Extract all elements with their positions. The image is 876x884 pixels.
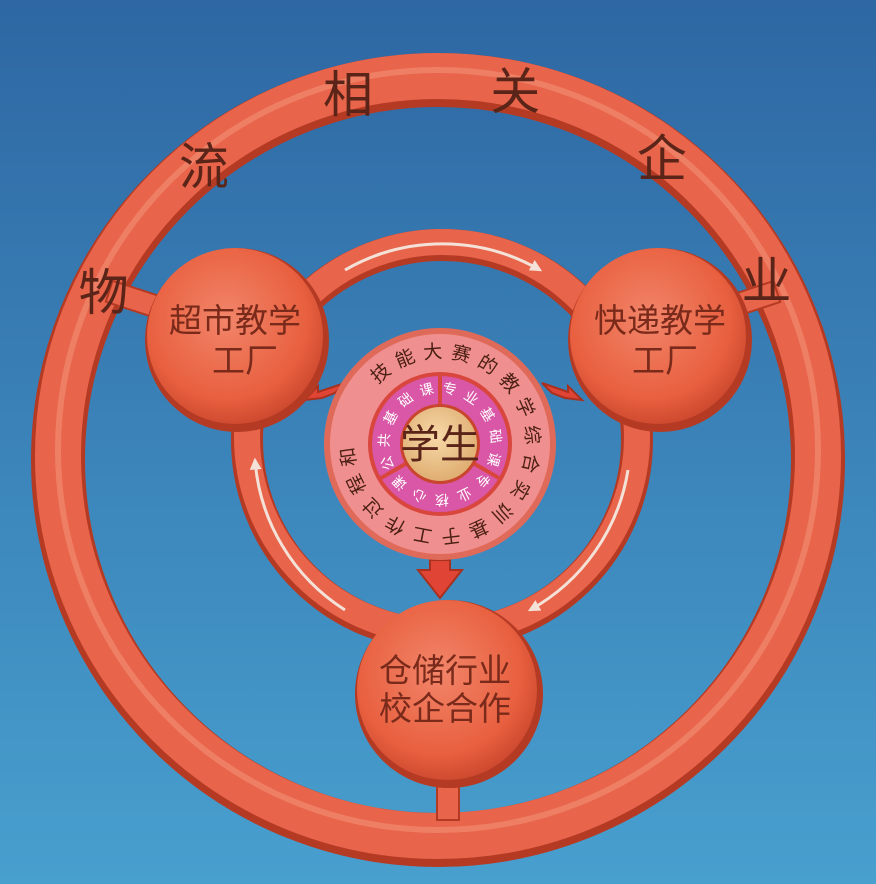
inner-arc-seg0-char-3: 础	[486, 428, 504, 444]
node-left-line2: 工厂	[212, 341, 278, 380]
outer-ring-text-group: 物 流 相 关企业	[79, 63, 792, 322]
inner-arc-seg2-char-4: 课	[418, 381, 435, 400]
outer-ring-highlight	[55, 67, 821, 833]
outer-arc-char-2: 大	[422, 341, 443, 364]
outer-ring-char-0: 物	[79, 264, 129, 322]
inner-arc-seg0-char-4: 课	[483, 450, 502, 468]
node-left-line1: 超市教学	[169, 301, 301, 340]
outer-arc-char-17: 和	[337, 446, 361, 468]
inner-arc-seg1-char-2: 核	[435, 491, 450, 507]
inner-arc-seg0-char-0: 专	[441, 381, 458, 399]
flow-arrow-top	[344, 242, 543, 272]
disc-divider-left	[380, 461, 408, 480]
node-bottom: 仓储行业 校企合作	[355, 600, 543, 788]
arrow-to-bottom-node	[415, 559, 465, 600]
inner-arc-seg1-char-3: 心	[410, 485, 429, 505]
outer-ring-char-5: 业	[742, 252, 792, 310]
outer-ring-char-1: 流	[179, 138, 229, 196]
outer-arc-char-8: 合	[517, 452, 542, 475]
inner-arc-seg2-char-1: 共	[377, 433, 394, 448]
inner-arc-seg1-char-1: 业	[454, 483, 474, 504]
outer-arc-char-7: 综	[520, 424, 544, 445]
node-right: 快递教学 工厂	[568, 248, 752, 432]
node-bottom-line1: 仓储行业	[379, 651, 511, 690]
outer-ring-char-3: 关	[490, 63, 540, 121]
node-right-line1: 快递教学	[594, 301, 726, 340]
node-right-line2: 工厂	[632, 341, 698, 380]
outer-arc-char-3: 赛	[449, 342, 473, 368]
outer-ring-char-2: 相	[323, 66, 373, 124]
arrow-to-right-node	[541, 382, 585, 402]
outer-arc-char-13: 工	[411, 522, 434, 547]
outer-ring-char-4: 企	[637, 130, 687, 188]
node-bottom-line2: 校企合作	[379, 689, 511, 728]
inner-arc-text-group: 专业基础课专业核心课公共基础课	[377, 381, 504, 508]
inner-arc-seg2-char-0: 公	[378, 453, 398, 472]
node-left: 超市教学 工厂	[145, 248, 329, 432]
flow-arrow-left	[249, 457, 346, 612]
center-core	[403, 407, 477, 481]
disc-divider-right	[472, 461, 500, 480]
center-label: 学生	[400, 422, 480, 468]
outer-arc-char-12: 于	[440, 523, 461, 547]
flow-arrow-right	[527, 469, 630, 612]
center-disc: 学生	[324, 328, 556, 560]
